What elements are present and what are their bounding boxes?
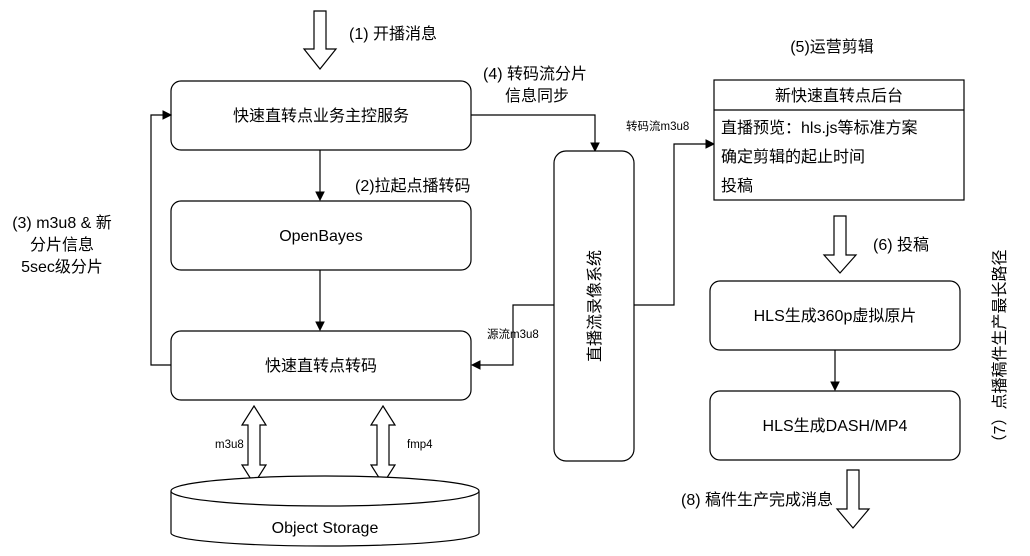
openbayes-label: OpenBayes [279, 228, 363, 245]
arrowhead [315, 191, 325, 202]
completion-arrow [835, 469, 871, 529]
submit-arrow [822, 215, 858, 274]
step7-label: （7）点播稿件生产最长路径 [991, 250, 1009, 451]
edge-master-to-recording [471, 114, 596, 144]
arrowhead [830, 381, 840, 392]
object-storage-node[interactable] [170, 475, 480, 547]
backend-item-clip-range: 确定剪辑的起止时间 [721, 148, 865, 166]
m3u8-double-arrow [240, 404, 268, 486]
backend-item-preview: 直播预览：hls.js等标准方案 [721, 119, 917, 137]
transcoder-label: 快速直转点转码 [265, 357, 377, 375]
fmp4-label: fmp4 [407, 439, 433, 451]
arrowhead [315, 321, 325, 332]
arrowhead [705, 139, 716, 149]
hls-dash-node[interactable] [709, 390, 961, 461]
hls-360p-label: HLS生成360p虚拟原片 [754, 307, 917, 325]
arrowhead [162, 110, 173, 120]
edge-recording-to-backend [634, 143, 707, 306]
openbayes-node[interactable] [170, 200, 472, 271]
step3-label-line3: 5sec级分片 [21, 258, 103, 276]
fmp4-double-arrow [369, 404, 397, 486]
arrowhead [470, 360, 481, 370]
transcoded-m3u8-label: 转码流m3u8 [626, 119, 689, 133]
source-m3u8-label: 源流m3u8 [487, 327, 539, 341]
arrowhead [590, 142, 600, 153]
step5-label: (5)运营剪辑 [790, 38, 874, 56]
start-broadcast-arrow [302, 10, 338, 70]
step3-label-line1: (3) m3u8 & 新 [12, 214, 112, 232]
step2-label: (2)拉起点播转码 [355, 177, 471, 195]
step1-label: (1) 开播消息 [349, 25, 437, 43]
backend-node[interactable] [713, 79, 965, 201]
edge-recording-to-transcoder [479, 304, 554, 366]
live-recording-node[interactable] [553, 150, 635, 462]
master-service-label: 快速直转点业务主控服务 [233, 107, 409, 125]
hls-dash-label: HLS生成DASH/MP4 [763, 417, 908, 435]
backend-item-submit: 投稿 [721, 177, 753, 195]
step4-label-line2: 信息同步 [505, 87, 569, 105]
m3u8-label: m3u8 [215, 439, 244, 451]
step6-label: (6) 投稿 [873, 236, 929, 254]
backend-title: 新快速直转点后台 [775, 87, 903, 105]
edge-transcoder-to-master [150, 114, 171, 366]
object-storage-label: Object Storage [272, 520, 379, 537]
step4-label-line1: (4) 转码流分片 [483, 65, 587, 83]
live-recording-label: 直播流录像系统 [586, 250, 604, 362]
step8-label: (8) 稿件生产完成消息 [681, 491, 833, 509]
step3-label-line2: 分片信息 [30, 236, 94, 254]
